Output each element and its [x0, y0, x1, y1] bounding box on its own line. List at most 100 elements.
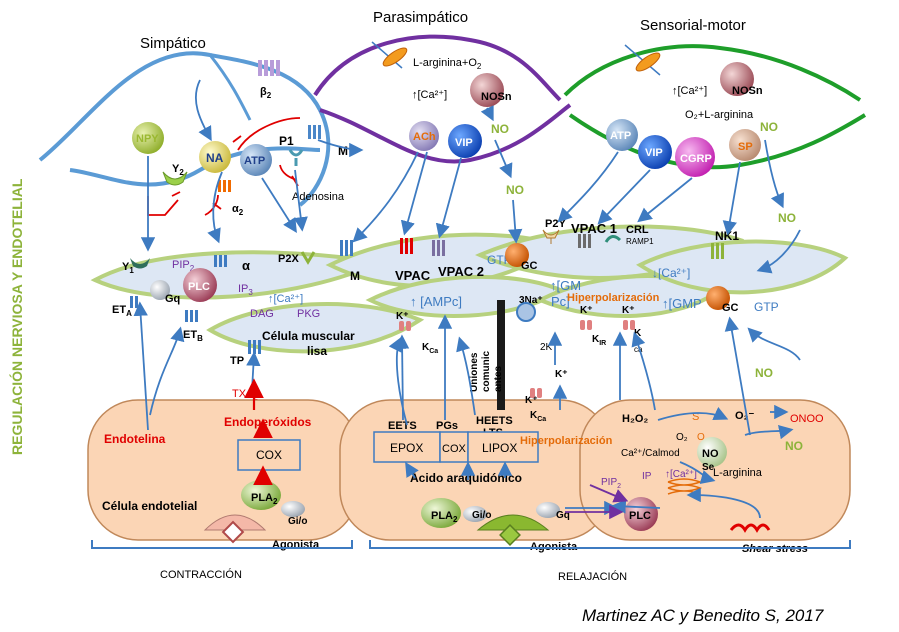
- ach-vesicle: [409, 121, 439, 151]
- no-label-sensorial-1: NO: [760, 120, 778, 134]
- gq-muscle: [150, 280, 170, 300]
- plc-label-muscle: PLC: [188, 281, 210, 293]
- p2y-receptor-icon: [542, 229, 560, 244]
- contraction-arrows: [244, 378, 273, 486]
- m-label-simpatico: M: [338, 144, 348, 158]
- acido-label: Ácido araquidónico: [410, 470, 522, 485]
- gio-label-mid: Gi/o: [472, 510, 491, 521]
- nerve-impulse-icon: [371, 41, 408, 69]
- nerve-title-parasimpatico: Parasimpático: [373, 9, 468, 26]
- adenosina-label: Adenosina: [292, 191, 345, 203]
- no-label-parasimpatico-1: NO: [491, 122, 509, 136]
- na3-label: 3Na⁺: [519, 295, 543, 306]
- no-label-sensorial-2: NO: [778, 211, 796, 225]
- endoperoxidos-label: Endoperóxidos: [224, 415, 312, 429]
- plc-muscle: [183, 268, 217, 302]
- nose-enzyme: [697, 437, 727, 467]
- nk1-receptor-icon: [711, 243, 724, 259]
- pla2-label-left: PLA2: [251, 492, 278, 506]
- gc-muscle-1: [505, 243, 529, 267]
- muscle-cell-2: [206, 302, 425, 354]
- nerve-title-simpatico: Simpático: [140, 35, 206, 52]
- nerve-parasimpatico: [313, 34, 572, 164]
- nak-pump-icon: [516, 302, 536, 322]
- sp-label: SP: [738, 141, 753, 153]
- receptor-icon: [308, 125, 321, 139]
- no-label-endo-up: NO: [755, 366, 773, 380]
- kca-label-1: KCa: [422, 342, 438, 355]
- ca-label-sensorial: ↑[Ca²⁺]: [672, 85, 707, 97]
- o2-small-label: O₂: [676, 432, 688, 443]
- no-label-parasimpatico-2: NO: [506, 183, 524, 197]
- citation: Martinez AC y Benedito S, 2017: [582, 606, 824, 625]
- etb-label: ETB: [183, 329, 203, 343]
- relajacion-label: RELAJACIÓN: [558, 570, 627, 583]
- ca-calm-label: Ca²⁺/Calmod: [621, 448, 680, 459]
- kplus-label-4: K⁺: [555, 369, 568, 380]
- tp-receptor-icon: [248, 340, 261, 354]
- k-channel-icon: [399, 321, 411, 331]
- o2minus-label: O₂⁻: [735, 410, 754, 422]
- onoo-label: ONOO: [790, 413, 824, 425]
- larg-o2-label: L-arginina+O2: [413, 57, 482, 71]
- y2-receptor-icon: [162, 171, 188, 186]
- pla2-mid: [421, 498, 461, 528]
- k-channel-icon: [530, 388, 542, 398]
- gmp-label-2: ↑[GMP: [662, 296, 702, 311]
- npy-vesicle: [132, 122, 164, 154]
- atp-label-simpatico: ATP: [244, 155, 265, 167]
- alpha2-label: α2: [232, 203, 244, 217]
- nose-sub-label: Se: [702, 462, 715, 473]
- eta-label: ETA: [112, 304, 132, 318]
- relajacion-bracket: [369, 540, 851, 549]
- ip3-label: IP3: [238, 283, 253, 297]
- ramp1-label: RAMP1: [626, 237, 654, 246]
- plc-label-endo: PLC: [629, 510, 651, 522]
- nk1-label: NK1: [715, 229, 739, 243]
- heets-label: HEETS: [476, 415, 513, 427]
- p1-label: P1: [279, 134, 294, 148]
- nosn-label-parasimpatico: NOSn: [481, 91, 512, 103]
- nerve-simpatico: [38, 51, 331, 207]
- npy-label: NPY: [136, 133, 159, 145]
- kca-label-right: ca: [634, 345, 643, 354]
- gq-mid: [536, 502, 560, 518]
- p2x-receptor-icon: [300, 251, 316, 265]
- alpha-label: α: [242, 258, 250, 273]
- gc-label-1: GC: [521, 260, 538, 272]
- vpac2-receptor-icon: [432, 240, 445, 256]
- crl-label: CRL: [626, 224, 649, 236]
- kir-label: KIR: [592, 334, 606, 347]
- campc-label: ↑ [AMPc]: [410, 294, 462, 309]
- pla2-left: [241, 480, 281, 510]
- atp-label-sensorial: ATP: [610, 130, 631, 142]
- nosn-vesicle-parasimpatico: [470, 73, 504, 107]
- celula-endotelial-label: Célula endotelial: [102, 499, 197, 513]
- agonist-left-icon: [221, 520, 245, 544]
- signal-arrows: [133, 79, 801, 520]
- kplus-label-1: K⁺: [396, 311, 409, 322]
- vpac2-label: VPAC 2: [438, 264, 484, 279]
- gq-label-mid: Gq: [556, 510, 570, 521]
- cox-label-mid: COX: [442, 443, 467, 455]
- vip-label-parasimpatico: VIP: [455, 137, 473, 149]
- sp-vesicle: [729, 129, 761, 161]
- pgs-label: PGs: [436, 420, 458, 432]
- gtp-label-2: GTP: [754, 300, 779, 314]
- nerve-sensorial-motor: [563, 44, 867, 170]
- cox-box-left: [237, 439, 301, 471]
- alpha2-receptor-icon: [218, 180, 231, 192]
- kca-label-mid: KCa: [530, 410, 546, 423]
- kplus-label-3: K⁺: [622, 305, 635, 316]
- vpac1-receptor-icon: [578, 234, 591, 248]
- alpha1-receptor-icon: [214, 255, 227, 267]
- s-label: S: [692, 411, 699, 423]
- eets-label: EETS: [388, 420, 417, 432]
- nosn-vesicle-sensorial: [720, 62, 754, 96]
- no-label-endo-mid: NO: [785, 439, 803, 453]
- ip-label: IP: [642, 471, 652, 482]
- gap-junction-bar: [497, 300, 505, 410]
- vip-vesicle-parasimpatico: [448, 124, 482, 158]
- agonist-receptor-mid-icon: [476, 514, 550, 531]
- agonist-mid-icon: [499, 524, 521, 546]
